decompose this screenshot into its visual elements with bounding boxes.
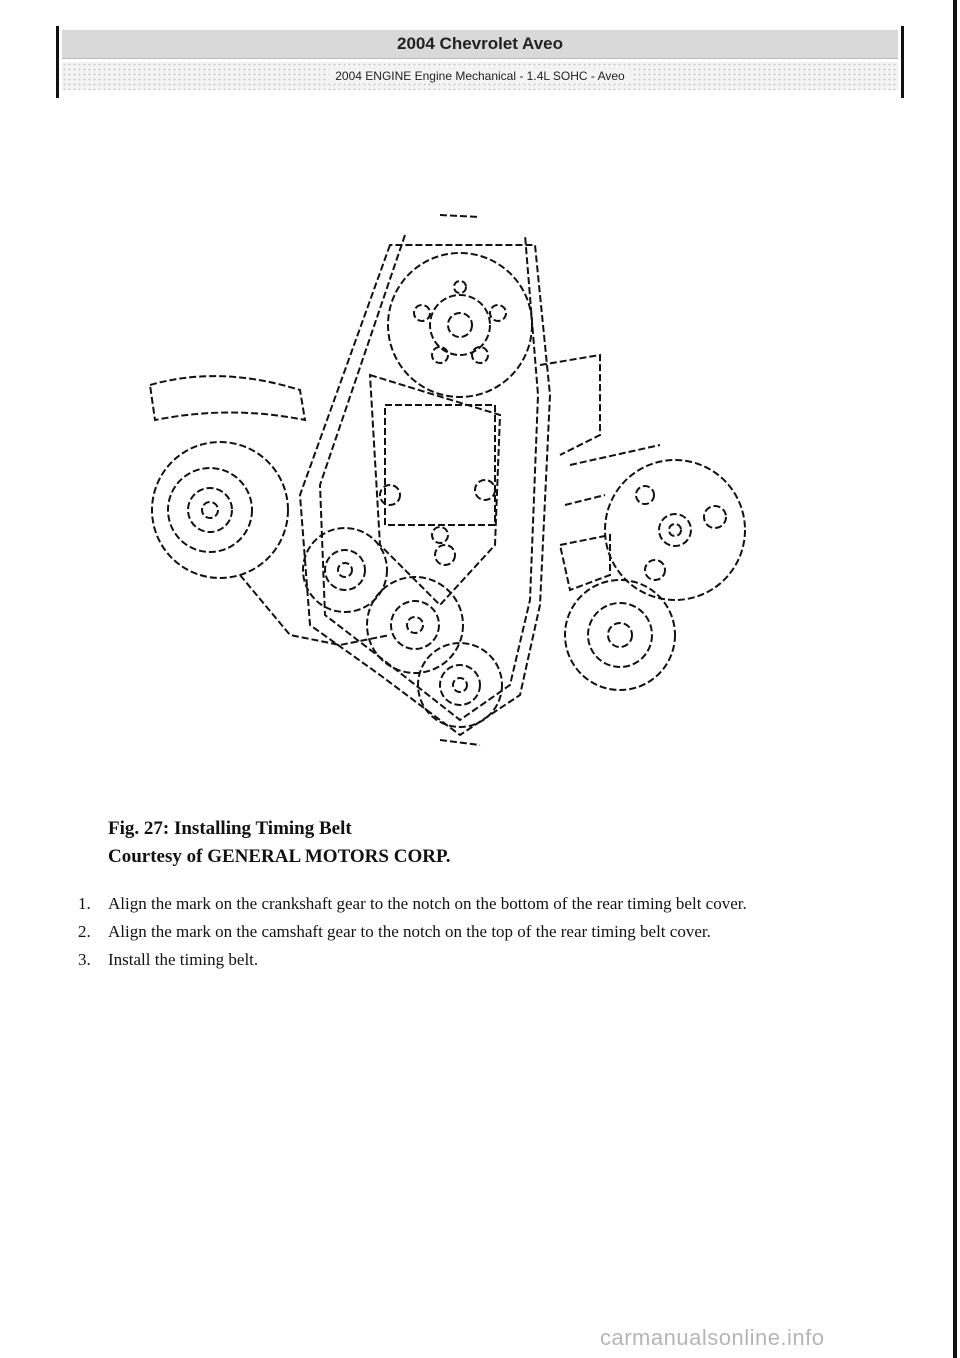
figure-caption: Fig. 27: Installing Timing Belt Courtesy…: [108, 815, 451, 871]
crankshaft-gear: [417, 642, 503, 728]
watermark: carmanualsonline.info: [600, 1325, 825, 1350]
figure-caption-title: Fig. 27: Installing Timing Belt: [108, 818, 352, 839]
power-steering-pulley: [604, 459, 746, 601]
header-left-border: [56, 26, 59, 98]
list-item: 2. Align the mark on the camshaft gear t…: [78, 918, 898, 946]
page-right-edge: [953, 0, 957, 1358]
idler-pulley: [366, 576, 464, 674]
tensioner-pulley: [302, 527, 388, 613]
procedure-steps: 1. Align the mark on the crankshaft gear…: [78, 890, 898, 974]
timing-belt-illustration: [148, 214, 746, 746]
alternator: [151, 441, 289, 579]
header-subtitle: 2004 ENGINE Engine Mechanical - 1.4L SOH…: [329, 69, 631, 83]
step-number: 2.: [78, 922, 91, 941]
ac-compressor: [564, 579, 676, 691]
list-item: 1. Align the mark on the crankshaft gear…: [78, 890, 898, 918]
figure-caption-credit: Courtesy of GENERAL MOTORS CORP.: [108, 846, 451, 867]
page-header: 2004 Chevrolet Aveo 2004 ENGINE Engine M…: [62, 30, 898, 90]
step-number: 1.: [78, 894, 91, 913]
camshaft-gear: [387, 252, 533, 398]
step-text: Align the mark on the crankshaft gear to…: [108, 894, 747, 913]
step-text: Align the mark on the camshaft gear to t…: [108, 922, 711, 941]
step-number: 3.: [78, 950, 91, 969]
header-subtitle-bar: 2004 ENGINE Engine Mechanical - 1.4L SOH…: [62, 62, 898, 90]
header-right-border: [901, 26, 904, 98]
list-item: 3. Install the timing belt.: [78, 946, 898, 974]
step-text: Install the timing belt.: [108, 950, 259, 969]
header-title: 2004 Chevrolet Aveo: [62, 30, 898, 59]
